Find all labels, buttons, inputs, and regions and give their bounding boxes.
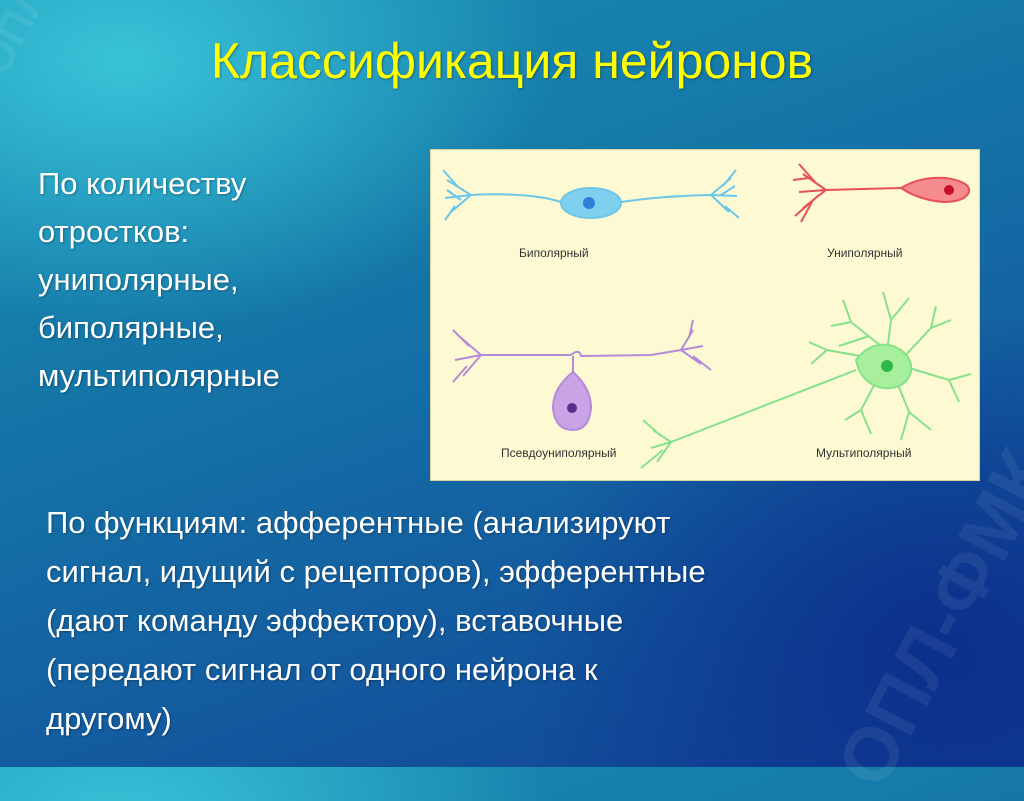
- count-line: биполярные,: [38, 310, 224, 345]
- neuron-drawings: [442, 163, 972, 469]
- pseudounipolar-neuron-drawing: [452, 319, 712, 432]
- function-line: сигнал, идущий с рецепторов), эфферентны…: [46, 554, 706, 589]
- multipolar-label: Мультиполярный: [816, 446, 912, 460]
- count-line: По количеству: [38, 166, 247, 201]
- slide-title: Классификация нейронов: [210, 33, 814, 89]
- pseudounipolar-label: Псевдоуниполярный: [501, 446, 617, 460]
- count-line: отростков:: [38, 214, 190, 249]
- function-line: (передают сигнал от одного нейрона к: [46, 652, 598, 687]
- count-line: мультиполярные: [38, 358, 280, 393]
- bipolar-neuron-drawing: [442, 169, 740, 221]
- function-line: По функциям: афферентные (анализируют: [46, 505, 671, 540]
- count-classification-text: По количеству отростков: униполярные, би…: [38, 160, 408, 400]
- function-classification-text: По функциям: афферентные (анализируют си…: [46, 498, 976, 743]
- function-line: (дают команду эффектору), вставочные: [46, 603, 624, 638]
- unipolar-neuron-drawing: [792, 163, 971, 223]
- count-line: униполярные,: [38, 262, 239, 297]
- function-line: другому): [46, 701, 172, 736]
- multipolar-neuron-drawing: [640, 291, 972, 469]
- neuron-types-figure: Биполярный Униполярный Псевдоуниполярный…: [430, 149, 980, 481]
- bipolar-label: Биполярный: [519, 246, 589, 260]
- unipolar-label: Униполярный: [827, 246, 903, 260]
